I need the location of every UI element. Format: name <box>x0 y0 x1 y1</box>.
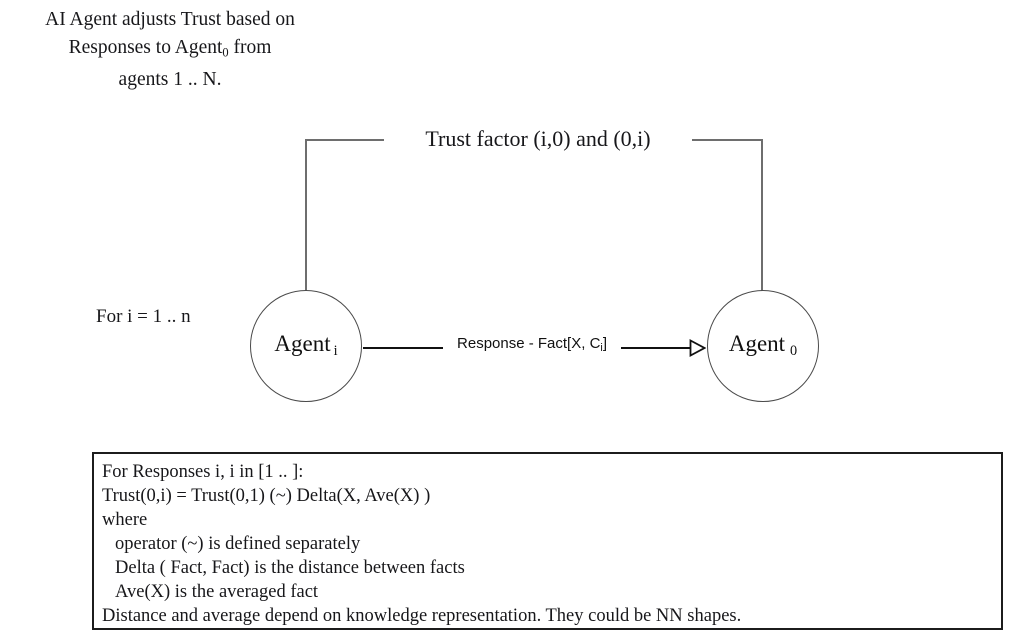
loop-range-label: For i = 1 .. n <box>96 306 191 327</box>
formula-line-list: For Responses i, i in [1 .. ]: Trust(0,i… <box>102 460 995 628</box>
response-edge-label-text: Response - Fact[X, C <box>457 335 601 352</box>
formula-line: Ave(X) is the averaged fact <box>115 582 319 602</box>
response-edge-line-left <box>363 347 445 349</box>
title-line-1: AI Agent adjusts Trust based on <box>45 9 295 30</box>
trust-factor-label: Trust factor (i,0) and (0,i) <box>384 124 692 154</box>
response-edge-line-right <box>619 347 691 349</box>
formula-line: Distance and average depend on knowledge… <box>102 606 742 626</box>
title-line-2: Responses to Agent0 from <box>0 34 340 66</box>
formula-line: operator (~) is defined separately <box>115 534 361 554</box>
formula-line: Trust(0,i) = Trust(0,1) (~) Delta(X, Ave… <box>102 486 431 506</box>
formula-line: where <box>102 510 148 530</box>
formula-line: Delta ( Fact, Fact) is the distance betw… <box>115 558 465 578</box>
trust-bracket-left-vertical <box>305 139 307 291</box>
agent-i-label-text: Agent <box>274 330 331 356</box>
trust-bracket-right-vertical <box>761 139 763 291</box>
agent-0-subscript: 0 <box>790 343 798 359</box>
formula-box: For Responses i, i in [1 .. ]: Trust(0,i… <box>92 452 1003 630</box>
agent-0-label-text: Agent <box>728 330 786 356</box>
response-edge-label-suffix: ] <box>602 335 607 352</box>
agent-i-subscript: i <box>333 343 338 359</box>
page-title: AI Agent adjusts Trust based on Response… <box>0 6 340 94</box>
response-edge-label-subscript: i <box>600 342 603 355</box>
formula-line: For Responses i, i in [1 .. ]: <box>102 462 304 482</box>
response-edge-label: Response - Fact[X, Ci] <box>443 334 621 359</box>
title-line-2-suffix: from <box>228 37 272 58</box>
trust-bracket-top-right-segment <box>689 139 763 141</box>
title-line-2-subscript: 0 <box>222 45 229 60</box>
title-line-3: agents 1 .. N. <box>118 69 222 91</box>
trust-bracket-top-left-segment <box>305 139 388 141</box>
arrow-right-icon <box>689 338 706 358</box>
title-line-2-text: Responses to Agent <box>68 37 223 58</box>
